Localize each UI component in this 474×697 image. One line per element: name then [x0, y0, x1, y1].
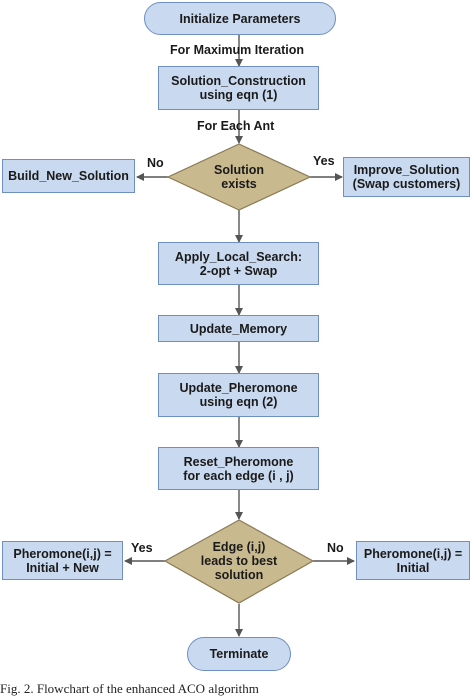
process-reset-pheromone: Reset_Pheromone for each edge (i , j)	[158, 447, 319, 490]
label-decision2-no: No	[327, 541, 344, 555]
decision-solution-exists-label: Solution exists	[214, 163, 264, 191]
process-update-pheromone: Update_Pheromone using eqn (2)	[158, 373, 319, 417]
process-improve-solution: Improve_Solution (Swap customers)	[343, 157, 470, 197]
process-build-new-solution: Build_New_Solution	[2, 159, 135, 193]
start-node-initialize-parameters: Initialize Parameters	[144, 2, 336, 35]
process-pheromone-initial-plus-new: Pheromone(i,j) = Initial + New	[2, 541, 123, 580]
label-decision1-no: No	[147, 156, 164, 170]
process-pheromone-initial: Pheromone(i,j) = Initial	[356, 541, 470, 580]
decision-edge-best-label: Edge (i,j) leads to best solution	[200, 540, 278, 582]
decision-solution-exists-shape	[166, 143, 312, 211]
label-for-maximum-iteration: For Maximum Iteration	[170, 43, 305, 57]
process-solution-construction: Solution_Construction using eqn (1)	[158, 66, 319, 110]
process-update-memory: Update_Memory	[158, 315, 319, 342]
process-apply-local-search: Apply_Local_Search: 2-opt + Swap	[158, 242, 319, 285]
label-for-each-ant: For Each Ant	[197, 119, 275, 133]
decision-edge-best-shape	[163, 519, 315, 604]
end-node-terminate: Terminate	[187, 637, 291, 671]
label-decision1-yes: Yes	[313, 154, 335, 168]
figure-caption: Fig. 2. Flowchart of the enhanced ACO al…	[0, 681, 259, 696]
label-decision2-yes: Yes	[131, 541, 153, 555]
